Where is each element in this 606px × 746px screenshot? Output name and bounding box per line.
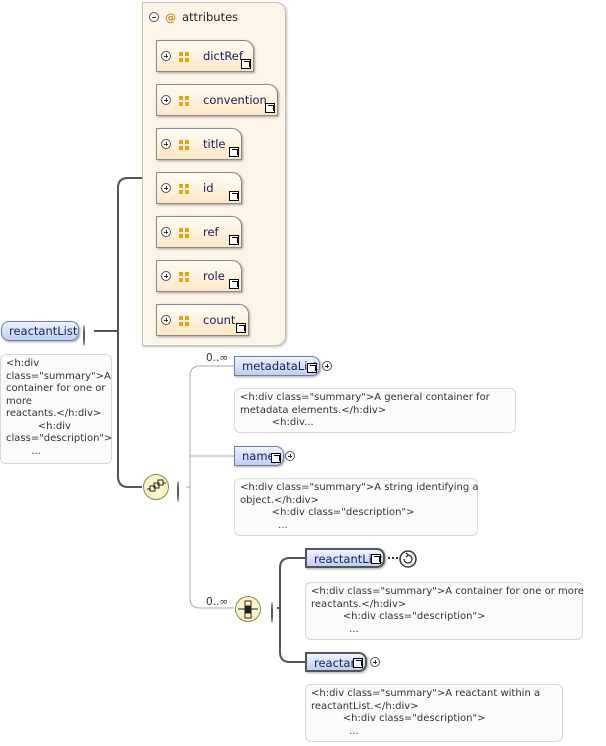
cardinality-label: 0..∞ (206, 596, 229, 608)
element-label: reactant (314, 656, 363, 670)
attribute-ref[interactable]: ref (156, 216, 242, 248)
at-sign-icon: @ (165, 10, 176, 24)
expand-icon[interactable] (161, 227, 171, 237)
attribute-type-icon (179, 140, 191, 152)
link-arrow-icon[interactable] (241, 59, 251, 69)
link-arrow-icon[interactable] (236, 323, 246, 333)
expand-metadataList-button[interactable] (322, 361, 332, 371)
element-reactantList[interactable]: reactantList (305, 548, 385, 568)
expand-icon[interactable] (161, 51, 171, 61)
link-arrow-icon[interactable] (307, 363, 317, 373)
attributes-header: @ attributes (149, 9, 238, 25)
attribute-id[interactable]: id (156, 172, 242, 204)
collapse-choice-button[interactable] (271, 602, 273, 623)
choice-compositor[interactable] (235, 596, 261, 622)
attribute-label: dictRef (203, 49, 243, 63)
element-label: reactantList (9, 324, 78, 338)
choice-icon (238, 600, 258, 619)
attribute-type-icon (179, 228, 191, 240)
element-metadataList[interactable]: metadataList (234, 356, 320, 376)
root-documentation: <h:div class="summary">A container for o… (0, 354, 112, 464)
attribute-label: convention (203, 93, 267, 107)
element-name[interactable]: name (234, 446, 284, 466)
link-arrow-icon[interactable] (371, 554, 381, 564)
attribute-type-icon (179, 316, 191, 328)
attribute-type-icon (179, 52, 191, 64)
collapse-attributes-button[interactable] (149, 12, 159, 22)
collapse-root-button[interactable] (83, 325, 85, 346)
sequence-compositor[interactable] (143, 474, 169, 500)
attribute-type-icon (179, 96, 191, 108)
sequence-icon (147, 479, 166, 492)
link-arrow-icon[interactable] (353, 658, 363, 668)
collapse-sequence-button[interactable] (177, 481, 179, 502)
link-arrow-icon[interactable] (229, 235, 239, 245)
attributes-group: @ attributes dictRef convention title id (142, 2, 286, 346)
element-reactant[interactable]: reactant (305, 652, 367, 672)
expand-reactant-button[interactable] (370, 657, 380, 667)
expand-icon[interactable] (161, 183, 171, 193)
reactantList-documentation: <h:div class="summary">A container for o… (305, 582, 584, 640)
link-arrow-icon[interactable] (271, 453, 281, 463)
cardinality-label: 0..∞ (206, 352, 229, 364)
link-arrow-icon[interactable] (229, 279, 239, 289)
element-label: reactantList (314, 552, 383, 566)
attribute-title[interactable]: title (156, 128, 242, 160)
expand-icon[interactable] (161, 315, 171, 325)
expand-icon[interactable] (161, 271, 171, 281)
reactant-documentation: <h:div class="summary">A reactant within… (305, 684, 563, 742)
attribute-count[interactable]: count (156, 304, 249, 336)
link-arrow-icon[interactable] (229, 191, 239, 201)
link-arrow-icon[interactable] (265, 103, 275, 113)
attributes-header-label: attributes (182, 10, 239, 24)
link-arrow-icon[interactable] (229, 147, 239, 157)
attribute-label: ref (203, 225, 219, 239)
expand-name-button[interactable] (285, 451, 295, 461)
element-label: metadataList (242, 359, 318, 373)
metadataList-documentation: <h:div class="summary">A general contain… (234, 388, 516, 433)
attribute-label: title (203, 137, 226, 151)
attribute-type-icon (179, 272, 191, 284)
name-documentation: <h:div class="summary">A string identify… (234, 478, 479, 536)
attribute-label: count (203, 313, 236, 327)
recursion-icon[interactable] (398, 549, 418, 569)
attribute-label: id (203, 181, 214, 195)
expand-icon[interactable] (161, 95, 171, 105)
attribute-dictRef[interactable]: dictRef (156, 40, 254, 72)
attribute-role[interactable]: role (156, 260, 242, 292)
expand-icon[interactable] (161, 139, 171, 149)
attribute-label: role (203, 269, 225, 283)
element-label: name (242, 449, 275, 463)
attribute-convention[interactable]: convention (156, 84, 278, 116)
attribute-type-icon (179, 184, 191, 196)
root-element-reactantList[interactable]: reactantList (1, 321, 79, 341)
